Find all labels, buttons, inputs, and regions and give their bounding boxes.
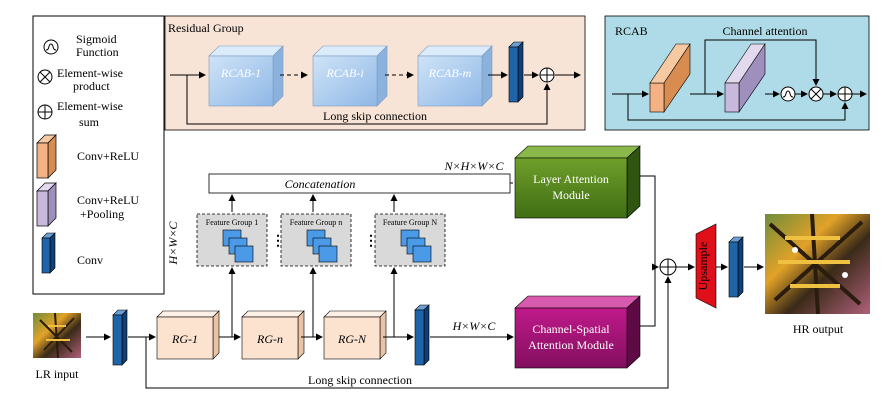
rcab-block-label-3: RCAB-m	[428, 66, 472, 80]
lam-to-sum-line	[640, 175, 659, 271]
channel-attention-label: Channel attention	[723, 24, 808, 38]
lr-input-image	[33, 312, 81, 359]
output-conv-block	[728, 236, 744, 298]
feature-dims: H×W×C	[166, 221, 180, 266]
rg-block-2: RG-n	[241, 310, 305, 360]
fg-ellipsis-2: ⋮	[364, 234, 378, 249]
rg-skip-label: Long skip connection	[323, 109, 427, 123]
legend-sigmoid-line1: Sigmoid	[76, 32, 117, 46]
feature-cube	[412, 245, 432, 263]
product-icon	[37, 69, 53, 85]
residual-group-title: Residual Group	[168, 21, 244, 35]
lam-label-line2: Module	[552, 188, 589, 202]
legend-conv-relu-pool-line2: +Pooling	[80, 207, 124, 221]
legend-sum-line1: Element-wise	[57, 99, 123, 113]
feature-group-label-2: Feature Group n	[290, 218, 342, 227]
hr-output-image	[765, 213, 870, 315]
main-skip-label: Long skip connection	[308, 373, 412, 387]
lam-label-line1: Layer Attention	[533, 172, 609, 186]
mid-conv-block	[414, 304, 430, 366]
layer-attention-module: Layer Attention Module	[514, 145, 641, 219]
rcab-block-3: RCAB-m	[417, 45, 493, 107]
rcab-skip-line	[627, 94, 849, 121]
lr-label: LR input	[35, 367, 79, 381]
rcab-blocks: RCAB-1 RCAB-i RCAB-m	[208, 45, 493, 107]
legend-sum-label: Element-wise sum	[57, 99, 126, 129]
rg-block-label-1: RG-1	[171, 332, 198, 346]
residual-group-panel: Residual Group RCAB-1 RCAB-i RCAB-m Long s…	[164, 15, 586, 131]
csam-module: Channel-Spatial Attention Module	[514, 295, 641, 369]
residual-conv-block	[508, 41, 524, 103]
legend-product-line1: Element-wise	[57, 66, 123, 80]
conv-legend-icon	[41, 232, 56, 274]
csam-dims: H×W×C	[452, 319, 497, 333]
concat-dims: N×H×W×C	[444, 159, 505, 173]
feature-cube	[318, 245, 338, 263]
input-conv-block	[112, 309, 128, 366]
sigmoid-icon	[43, 39, 59, 55]
legend-conv-relu-pool-line1: Conv+ReLU	[77, 193, 139, 207]
conv-relu-legend-icon	[36, 134, 57, 179]
rcab-block-2: RCAB-i	[312, 45, 388, 107]
upsample-block: Upsample	[695, 223, 717, 309]
rcab-panel: RCAB Channel attention	[604, 15, 870, 131]
csam-to-sum-line	[640, 267, 656, 327]
upsample-label: Upsample	[696, 242, 710, 291]
main-sum-icon	[659, 258, 677, 276]
legend-sigmoid-line2: Function	[76, 45, 119, 59]
legend-conv-label: Conv	[77, 253, 103, 267]
channel-attention-line	[704, 39, 820, 94]
feature-group-1: Feature Group 1	[196, 213, 268, 267]
rcab-title: RCAB	[615, 24, 648, 38]
rg-block-3: RG-N	[323, 310, 387, 360]
rcab-block-1: RCAB-1	[208, 45, 284, 107]
rcab-block-label-1: RCAB-1	[220, 66, 261, 80]
rg-skip-line	[186, 75, 551, 125]
legend-conv-relu-pool-label: Conv+ReLU +Pooling	[77, 193, 142, 221]
legend: Sigmoid Function Element-wise product El…	[32, 15, 165, 295]
rcab-block-label-2: RCAB-i	[325, 66, 363, 80]
legend-sum-line2: sum	[79, 115, 100, 129]
hr-label: HR output	[793, 322, 844, 336]
feature-groups: Feature Group 1 Feature Group n Feature Gr…	[196, 213, 446, 267]
feature-cube	[234, 245, 254, 263]
rcab-conv-relu-block	[649, 43, 691, 113]
fg-ellipsis-1: ⋮	[271, 234, 285, 249]
legend-conv-relu-label: Conv+ReLU	[77, 149, 139, 163]
feature-group-2: Feature Group n	[280, 213, 352, 267]
feature-group-label-3: Feature Group N	[383, 218, 437, 227]
rcab-product-icon	[808, 86, 824, 102]
main-skip-line	[145, 276, 672, 389]
legend-sigmoid-label: Sigmoid Function	[76, 32, 120, 59]
feature-group-3: Feature Group N	[374, 213, 446, 267]
rcab-sum-icon	[837, 86, 853, 102]
sum-icon	[37, 104, 53, 120]
feature-group-label-1: Feature Group 1	[206, 218, 258, 227]
csam-label-line2: Attention Module	[528, 338, 614, 352]
legend-product-label: Element-wise product	[57, 66, 126, 93]
conv-relu-pool-legend-icon	[36, 182, 57, 227]
concat-label: Concatenation	[285, 177, 356, 191]
rg-block-label-3: RG-N	[337, 332, 367, 346]
rg-blocks: RG-1 RG-n RG-N	[156, 310, 387, 360]
residual-sum-icon	[539, 67, 555, 83]
rg-block-1: RG-1	[156, 310, 220, 360]
rcab-sigmoid-icon	[780, 86, 796, 102]
rg-block-label-2: RG-n	[256, 332, 283, 346]
legend-product-line2: product	[73, 79, 110, 93]
concat-box: Concatenation	[208, 173, 511, 194]
rcab-conv-relu-pool-block	[724, 43, 766, 113]
csam-label-line1: Channel-Spatial	[532, 322, 610, 336]
